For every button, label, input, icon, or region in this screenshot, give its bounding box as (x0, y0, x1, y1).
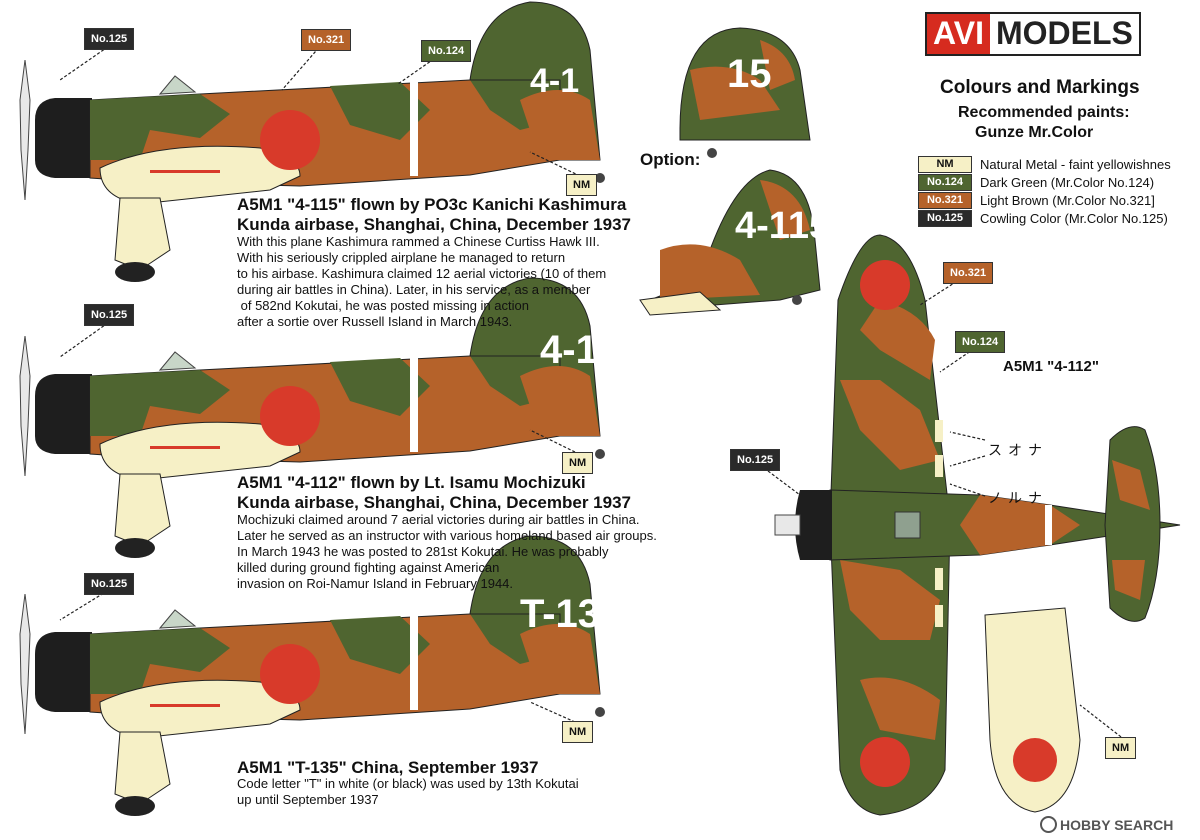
legend-swatch: NM (918, 156, 972, 173)
tag-no321: No.321 (943, 262, 994, 284)
profile-1-description: With this plane Kashimura rammed a Chine… (237, 234, 607, 329)
tail-detail-b (639, 169, 821, 316)
legend-swatch: No.321 (918, 192, 972, 209)
watermark: HOBBY SEARCH (1040, 816, 1173, 833)
sheet-subtitle: Recommended paints: (958, 104, 1130, 121)
tag-no124: No.124 (421, 40, 472, 62)
profile-3-description: Code letter "T" in white (or black) was … (237, 776, 579, 807)
tag-nm: NM (562, 721, 594, 743)
legend-row-125: No.125 Cowling Color (Mr.Color No.125) (918, 210, 1168, 227)
tail-code-3: T-135 (520, 592, 623, 636)
tag-no321: No.321 (301, 29, 352, 51)
tag-no125: No.125 (84, 573, 135, 595)
brand-right: MODELS (989, 14, 1139, 54)
tail-detail-a (679, 27, 811, 158)
tail-code-2: 4-112 (540, 328, 641, 372)
profile-1-location: Kunda airbase, Shanghai, China, December… (237, 215, 631, 234)
brand-left: AVI (927, 14, 990, 54)
profile-2-location: Kunda airbase, Shanghai, China, December… (237, 493, 631, 512)
option-label: Option: (640, 150, 701, 169)
tail-detail-b-code: 4-115 (735, 205, 831, 247)
profile-2-title: A5M1 "4-112" flown by Lt. Isamu Mochizuk… (237, 473, 586, 492)
planform-label: A5M1 "4-112" (1003, 358, 1099, 375)
profile-3-title: A5M1 "T-135" China, September 1937 (237, 758, 539, 777)
legend-swatch: No.125 (918, 210, 972, 227)
tag-no125: No.125 (84, 304, 135, 326)
tail-code-1: 4-1 (530, 62, 580, 100)
kana-label-1: スオナ (988, 443, 1048, 459)
tag-nm: NM (1105, 737, 1137, 759)
legend-row-124: No.124 Dark Green (Mr.Color No.124) (918, 174, 1154, 191)
legend-label: Light Brown (Mr.Color No.321] (980, 193, 1155, 208)
underwing-hinomaru (1013, 738, 1057, 782)
sheet-subtitle-2: Gunze Mr.Color (975, 124, 1094, 141)
brand-logo: AVI MODELS (925, 12, 1141, 56)
tag-no125: No.125 (84, 28, 135, 50)
legend-row-321: No.321 Light Brown (Mr.Color No.321] (918, 192, 1155, 209)
tag-nm: NM (562, 452, 594, 474)
watermark-icon (1040, 816, 1057, 833)
legend-swatch: No.124 (918, 174, 972, 191)
legend-row-nm: NM Natural Metal - faint yellowishnes (918, 156, 1171, 173)
sheet-title: Colours and Markings (940, 77, 1140, 98)
planform-view (774, 234, 1181, 816)
kana-label-2: ノルナ (988, 491, 1048, 507)
legend-label: Cowling Color (Mr.Color No.125) (980, 211, 1168, 226)
tag-nm: NM (566, 174, 598, 196)
legend-label: Dark Green (Mr.Color No.124) (980, 175, 1155, 190)
legend-label: Natural Metal - faint yellowishnes (980, 157, 1171, 172)
profile-2-description: Mochizuki claimed around 7 aerial victor… (237, 512, 657, 591)
tail-detail-a-code: 15 (727, 52, 772, 96)
tag-no124: No.124 (955, 331, 1006, 353)
tag-no125: No.125 (730, 449, 781, 471)
profile-1-title: A5M1 "4-115" flown by PO3c Kanichi Kashi… (237, 195, 627, 214)
watermark-text: HOBBY SEARCH (1060, 817, 1174, 833)
